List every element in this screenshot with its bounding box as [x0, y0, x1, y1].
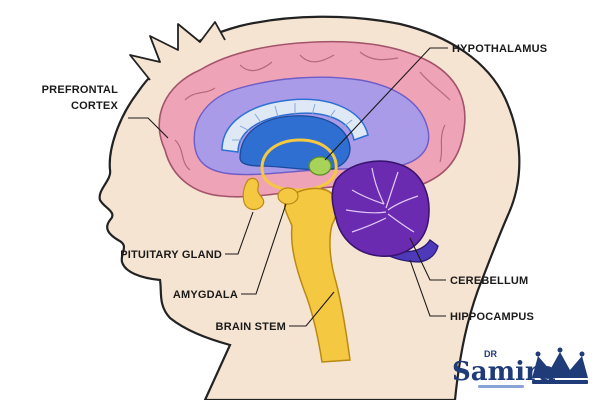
- leader-prefrontal: [128, 117, 169, 139]
- thalamus-outline: [260, 138, 338, 192]
- corpus-stripes: [232, 103, 353, 141]
- label-prefrontal-line1: PREFRONTAL: [42, 84, 118, 96]
- label-cerebellum: CEREBELLUM: [450, 275, 528, 287]
- corpus-callosum: [221, 98, 369, 153]
- brain-stem: [283, 187, 351, 363]
- label-pituitary: PITUITARY GLAND: [120, 249, 222, 261]
- label-brain-stem: BRAIN STEM: [216, 321, 286, 333]
- leader-hippocampus: [409, 259, 446, 317]
- hair-tuft: [129, 21, 226, 81]
- label-hypothalamus: HYPOTHALAMUS: [452, 43, 547, 55]
- label-amygdala: AMYGDALA: [173, 289, 238, 301]
- leader-brain-stem: [289, 291, 335, 327]
- dr-samira-logo: DR Samira: [452, 347, 588, 388]
- leader-cerebellum: [409, 237, 446, 281]
- pituitary-gland: [242, 177, 265, 211]
- cerebellum-folia: [345, 167, 419, 233]
- leader-amygdala: [241, 203, 287, 295]
- label-hippocampus: HIPPOCAMPUS: [450, 311, 534, 323]
- leader-hypothalamus: [324, 47, 448, 161]
- amygdala: [277, 187, 299, 205]
- logo-prefix: DR: [484, 349, 497, 359]
- leader-pituitary: [225, 211, 254, 255]
- label-prefrontal-line2: CORTEX: [71, 100, 118, 112]
- hypothalamus: [308, 156, 332, 176]
- logo-underline: [478, 385, 524, 388]
- cortex-gyri: [174, 51, 451, 171]
- crown-icon: [532, 347, 588, 384]
